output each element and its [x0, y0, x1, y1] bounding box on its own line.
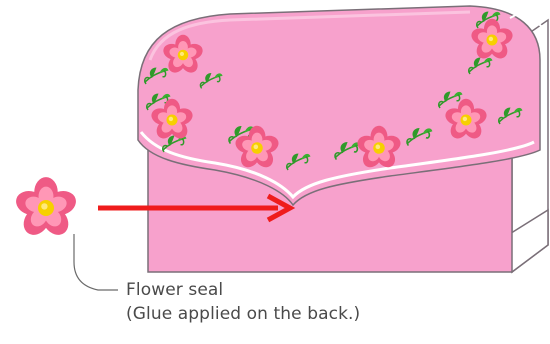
flower-seal-icon: [13, 177, 79, 240]
leader-line: [74, 234, 118, 290]
caption-title: Flower seal: [126, 278, 360, 302]
caption-note: (Glue applied on the back.): [126, 302, 360, 326]
flower-seal-caption: Flower seal (Glue applied on the back.): [126, 278, 360, 326]
